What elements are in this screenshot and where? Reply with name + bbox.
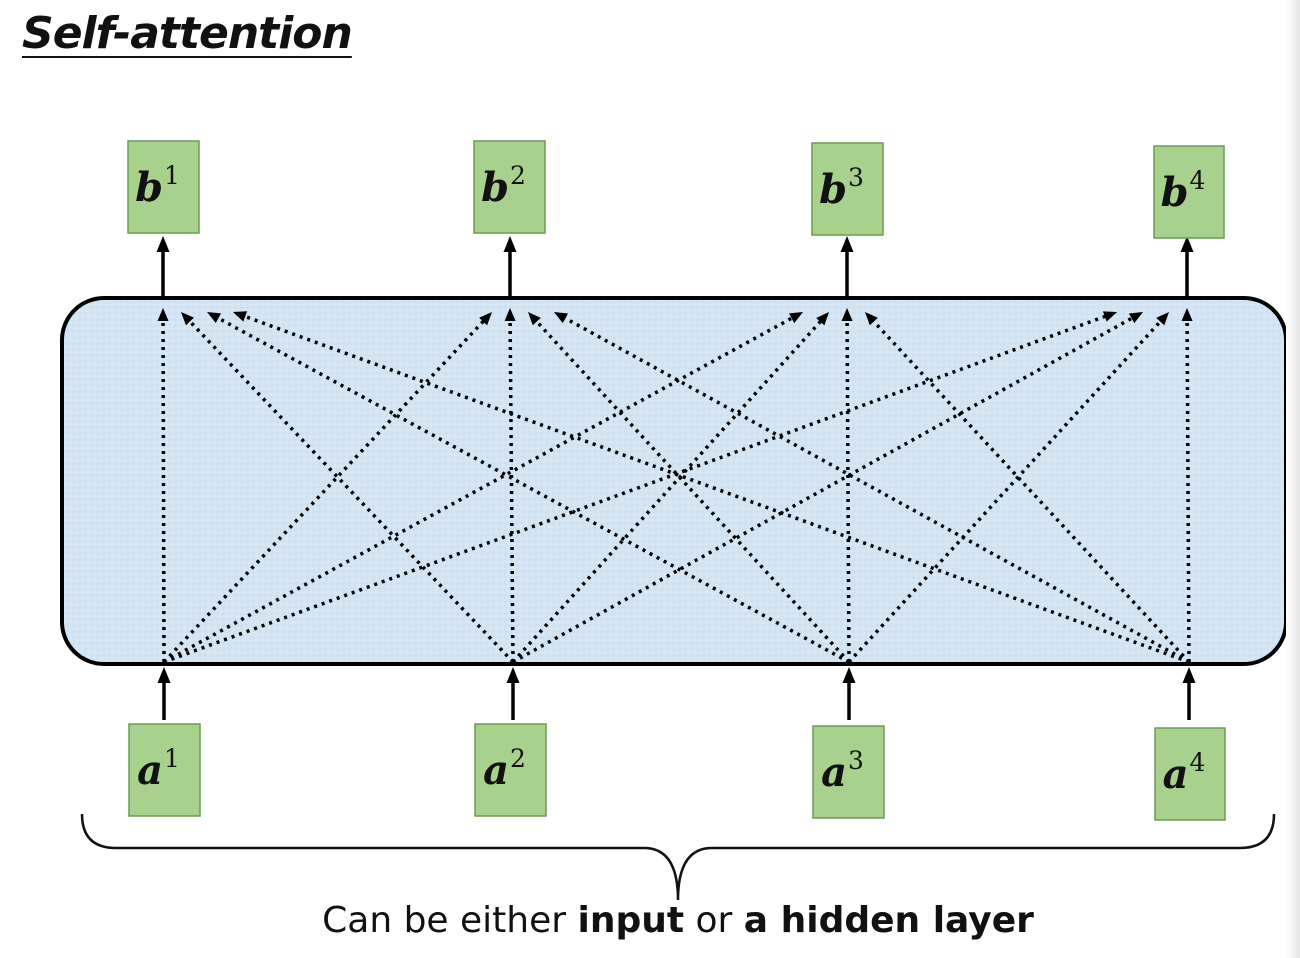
output-4-index: 4: [1190, 166, 1206, 195]
attention-arrowhead-a3-b2: [528, 312, 541, 326]
output-arrowhead-3: [840, 236, 854, 252]
input-arrowhead-1: [157, 667, 171, 683]
attention-arrowhead-a4-b3: [865, 312, 878, 326]
output-1-box: b1: [127, 140, 200, 234]
input-4-box: a4: [1154, 727, 1226, 821]
input-3-label: a3: [821, 746, 864, 796]
input-arrowhead-2: [506, 667, 520, 683]
input-3-index: 3: [848, 746, 864, 775]
attention-arrowhead-a3-b4: [1156, 312, 1169, 326]
output-3-rect: [811, 142, 884, 236]
input-4-rect: [1154, 727, 1226, 821]
attention-line-a4-b3: [871, 319, 1191, 664]
caption: Can be either input or a hidden layer: [0, 900, 1300, 941]
attention-line-a4-b4: [1185, 319, 1191, 663]
attention-arrowhead-a1-b3: [788, 312, 803, 324]
input-1-rect: [128, 723, 201, 817]
output-1-rect: [127, 140, 200, 234]
attention-line-a1-b2: [162, 319, 486, 664]
input-4-label: a4: [1163, 748, 1206, 798]
attention-arrowhead-a2-b2: [504, 308, 516, 322]
input-1-box: a1: [128, 723, 201, 817]
caption-middle: or: [684, 900, 744, 941]
attention-line-a2-b4: [512, 316, 1134, 664]
input-2-box: a2: [474, 723, 547, 817]
output-3-label: b3: [819, 163, 864, 213]
output-1-index: 1: [164, 161, 180, 190]
attention-arrowhead-a1-b2: [479, 312, 492, 326]
attention-line-a3-b2: [534, 319, 851, 664]
output-3-box: b3: [811, 142, 884, 236]
attention-arrowhead-a1-b4: [1102, 311, 1117, 322]
attention-arrowhead-a2-b3: [816, 312, 829, 326]
self-attention-layer: [60, 296, 1288, 666]
input-1-index: 1: [164, 744, 180, 773]
attention-arrowhead-a2-b4: [1128, 312, 1143, 324]
input-2-rect: [474, 723, 547, 817]
output-2-rect: [473, 140, 546, 234]
attention-arrowhead-a3-b3: [841, 308, 853, 322]
input-arrowhead-3: [842, 667, 856, 683]
output-1-label: b1: [135, 161, 180, 211]
caption-prefix: Can be either: [322, 900, 578, 941]
output-3-symbol: b: [819, 166, 847, 213]
input-3-box: a3: [812, 725, 885, 819]
input-2-symbol: a: [483, 747, 509, 794]
attention-arrowhead-a1-b1: [157, 308, 169, 322]
attention-line-a4-b2: [563, 316, 1190, 664]
output-4-symbol: b: [1161, 169, 1189, 216]
curly-brace: [80, 813, 1276, 901]
attention-connections: [157, 308, 1193, 664]
attention-arrowhead-a2-b1: [181, 312, 194, 326]
input-4-symbol: a: [1163, 751, 1189, 798]
input-1-symbol: a: [137, 747, 163, 794]
attention-line-a3-b4: [847, 319, 1163, 664]
output-4-box: b4: [1153, 145, 1225, 239]
output-3-index: 3: [848, 163, 864, 192]
attention-line-a3-b3: [845, 319, 851, 663]
output-4-rect: [1153, 145, 1225, 239]
attention-arrowhead-a3-b1: [207, 312, 222, 324]
input-1-label: a1: [137, 744, 180, 794]
output-2-symbol: b: [481, 164, 509, 211]
output-1-symbol: b: [135, 164, 163, 211]
output-arrowhead-1: [156, 236, 170, 252]
output-arrowhead-4: [1180, 236, 1194, 252]
input-2-index: 2: [510, 744, 526, 773]
output-2-index: 2: [510, 161, 526, 190]
output-4-label: b4: [1161, 166, 1206, 216]
input-4-index: 4: [1190, 748, 1206, 777]
input-3-rect: [812, 725, 885, 819]
input-3-symbol: a: [821, 749, 847, 796]
output-arrowhead-2: [503, 236, 517, 252]
input-arrowhead-4: [1182, 667, 1196, 683]
attention-line-a1-b1: [161, 319, 166, 663]
input-2-label: a2: [483, 744, 526, 794]
attention-line-a2-b1: [187, 319, 515, 664]
output-2-box: b2: [473, 140, 546, 234]
caption-input: input: [577, 900, 685, 941]
attention-arrowhead-a4-b1: [233, 311, 248, 322]
slide-title: Self-attention: [22, 8, 353, 59]
slide-edge-shadow: [1286, 0, 1300, 958]
io-arrows: [156, 236, 1196, 720]
caption-hidden-layer: a hidden layer: [743, 900, 1034, 941]
output-2-label: b2: [481, 161, 526, 211]
attention-arrowhead-a4-b4: [1181, 308, 1193, 322]
attention-arrowhead-a4-b2: [554, 312, 569, 324]
attention-line-a2-b2: [508, 319, 515, 663]
